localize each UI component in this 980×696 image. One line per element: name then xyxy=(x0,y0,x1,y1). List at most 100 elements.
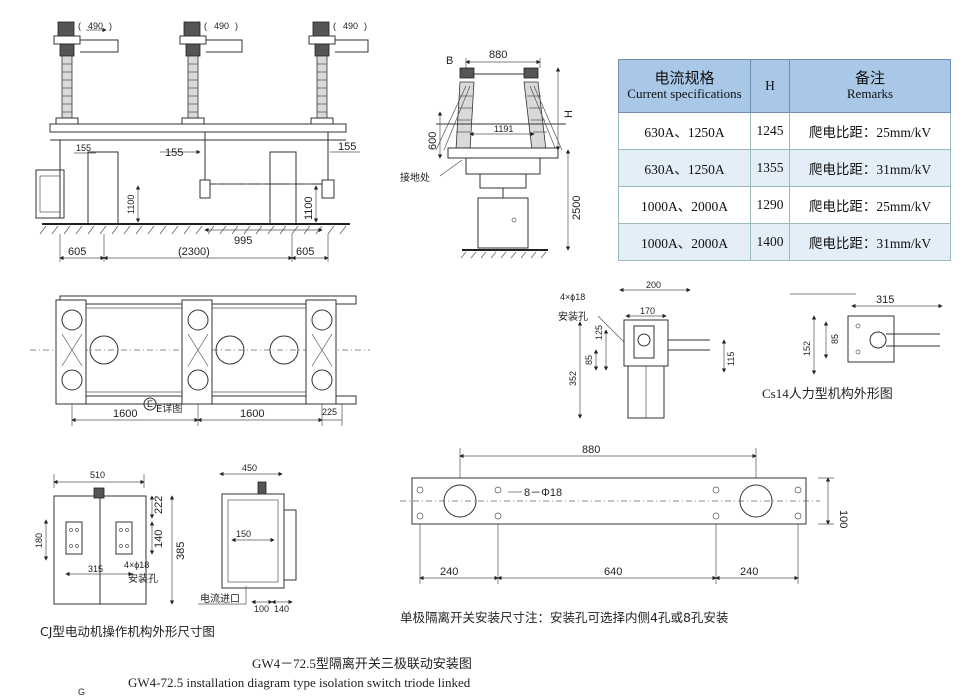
title-en: GW4-72.5 installation diagram type isola… xyxy=(128,675,471,690)
dim-995: 995 xyxy=(234,235,252,247)
cs14-mechanism-detail: 4×ϕ18 安装孔 200 170 125 85 352 115 xyxy=(558,280,736,419)
label-b: B xyxy=(446,55,453,67)
dim-240-b: 240 xyxy=(740,566,758,578)
inlet-label: 电流进口 xyxy=(200,592,240,605)
dim-115: 115 xyxy=(726,352,736,366)
insulator-pole xyxy=(179,21,243,133)
cell-h: 1290 xyxy=(750,186,790,224)
dim-h: H xyxy=(563,110,575,118)
detail-label: E详图 xyxy=(156,402,182,415)
dim-100: 100 xyxy=(254,604,269,614)
dim-155-left: 155 xyxy=(76,143,91,153)
dim-490-a: 490 xyxy=(88,21,103,31)
table-row: 630A、1250A 1245 爬电比距：25mm/kV xyxy=(618,112,951,150)
dim-125: 125 xyxy=(594,325,604,340)
plan-pole xyxy=(269,299,337,405)
plan-pole xyxy=(55,299,119,405)
header-h: H xyxy=(750,59,790,113)
header-remarks: 备注 Remarks xyxy=(789,59,951,113)
side-view: B 880 1191 600 H 2500 接地处 xyxy=(400,49,583,259)
cj-mechanism: 510 222 140 385 180 315 4×ϕ18 安装孔 450 15… xyxy=(34,463,297,639)
dim-315-cj: 315 xyxy=(88,564,103,574)
cs14-outline: 315 85 152 Cs14人力型机构外形图 xyxy=(762,293,943,401)
dim-605-left: 605 xyxy=(68,246,86,258)
svg-text:E: E xyxy=(147,399,153,409)
ground-label: 接地处 xyxy=(400,171,430,184)
dim-2500: 2500 xyxy=(571,196,583,220)
dim-100-base: 100 xyxy=(837,510,849,528)
cell-current: 1000A、2000A xyxy=(618,186,751,224)
dim-510: 510 xyxy=(90,470,105,480)
dim-140b: 140 xyxy=(274,604,289,614)
cell-current: 630A、1250A xyxy=(618,149,751,187)
dim-155-right: 155 xyxy=(338,141,356,153)
insulator-pole xyxy=(308,21,369,133)
cell-remarks: 爬电比距：31mm/kV xyxy=(789,223,951,261)
dim-85-a: 85 xyxy=(584,355,594,365)
table-row: 630A、1250A 1355 爬电比距：31mm/kV xyxy=(618,149,951,187)
holes-8: 8－Φ18 xyxy=(524,487,562,499)
cell-current: 630A、1250A xyxy=(618,112,751,150)
plan-pole xyxy=(181,299,245,405)
cell-remarks: 爬电比距：31mm/kV xyxy=(789,149,951,187)
dim-640: 640 xyxy=(604,566,622,578)
dim-600: 600 xyxy=(427,132,439,150)
svg-text:): ) xyxy=(235,21,238,31)
dim-315-cs14: 315 xyxy=(876,294,894,306)
dim-180: 180 xyxy=(34,533,44,548)
front-elevation: 490 () 490 () 490 () 155 155 155 xyxy=(35,21,369,262)
single-pole-note: 单极隔离开关安装尺寸注：安装孔可选择内侧4孔或8孔安装 xyxy=(400,610,728,625)
svg-text:(: ( xyxy=(204,21,207,31)
cell-remarks: 爬电比距：25mm/kV xyxy=(789,112,951,150)
dim-152: 152 xyxy=(802,341,812,356)
single-pole-base: 880 8－Φ18 100 240 640 240 单极隔离开关安装尺寸注：安装… xyxy=(400,444,849,625)
dim-222: 222 xyxy=(153,496,165,514)
cj-caption: CJ型电动机操作机构外形尺寸图 xyxy=(40,624,215,639)
dim-200: 200 xyxy=(646,280,661,290)
dim-170: 170 xyxy=(640,306,655,316)
dim-1600-b: 1600 xyxy=(240,408,264,420)
dim-490-c: 490 xyxy=(343,21,358,31)
cell-remarks: 爬电比距：25mm/kV xyxy=(789,186,951,224)
dim-140: 140 xyxy=(153,530,165,548)
holes-label-b: 4×ϕ18 xyxy=(124,560,149,570)
dim-385: 385 xyxy=(175,542,187,560)
svg-text:): ) xyxy=(109,21,112,31)
dim-85-cs14: 85 xyxy=(830,334,840,344)
dim-450: 450 xyxy=(242,463,257,473)
dim-2300: (2300) xyxy=(178,246,210,258)
dim-880: 880 xyxy=(489,49,507,61)
spec-table: 电流规格 Current specifications H 备注 Remarks… xyxy=(618,59,951,261)
install-hole-label-b: 安装孔 xyxy=(128,572,158,585)
dim-225: 225 xyxy=(322,407,337,417)
dim-1100-right: 1100 xyxy=(303,196,315,220)
dim-605-right: 605 xyxy=(296,246,314,258)
install-hole-label-a: 安装孔 xyxy=(558,310,588,323)
title-cn: GW4－72.5型隔离开关三极联动安装图 xyxy=(252,656,472,671)
svg-text:(: ( xyxy=(78,21,81,31)
dim-1191: 1191 xyxy=(494,124,513,134)
insulator-pole xyxy=(53,21,119,133)
header-current: 电流规格 Current specifications xyxy=(618,59,751,113)
dim-155-mid: 155 xyxy=(165,147,183,159)
bottom-mark: G xyxy=(78,687,85,696)
cell-h: 1245 xyxy=(750,112,790,150)
dim-490-b: 490 xyxy=(214,21,229,31)
dim-352: 352 xyxy=(568,371,578,386)
svg-text:): ) xyxy=(364,21,367,31)
cs14-caption: Cs14人力型机构外形图 xyxy=(762,386,893,401)
table-row: 1000A、2000A 1400 爬电比距：31mm/kV xyxy=(618,223,951,261)
dim-1600-a: 1600 xyxy=(113,408,137,420)
table-row: 1000A、2000A 1290 爬电比距：25mm/kV xyxy=(618,186,951,224)
dim-240-a: 240 xyxy=(440,566,458,578)
dim-150: 150 xyxy=(236,529,251,539)
cell-current: 1000A、2000A xyxy=(618,223,751,261)
dim-880-base: 880 xyxy=(582,444,600,456)
dim-1100-left: 1100 xyxy=(126,195,136,214)
cell-h: 1400 xyxy=(750,223,790,261)
svg-text:(: ( xyxy=(333,21,336,31)
cell-h: 1355 xyxy=(750,149,790,187)
plan-view: E E详图 1600 1600 225 xyxy=(30,295,370,426)
holes-label-a: 4×ϕ18 xyxy=(560,292,585,302)
